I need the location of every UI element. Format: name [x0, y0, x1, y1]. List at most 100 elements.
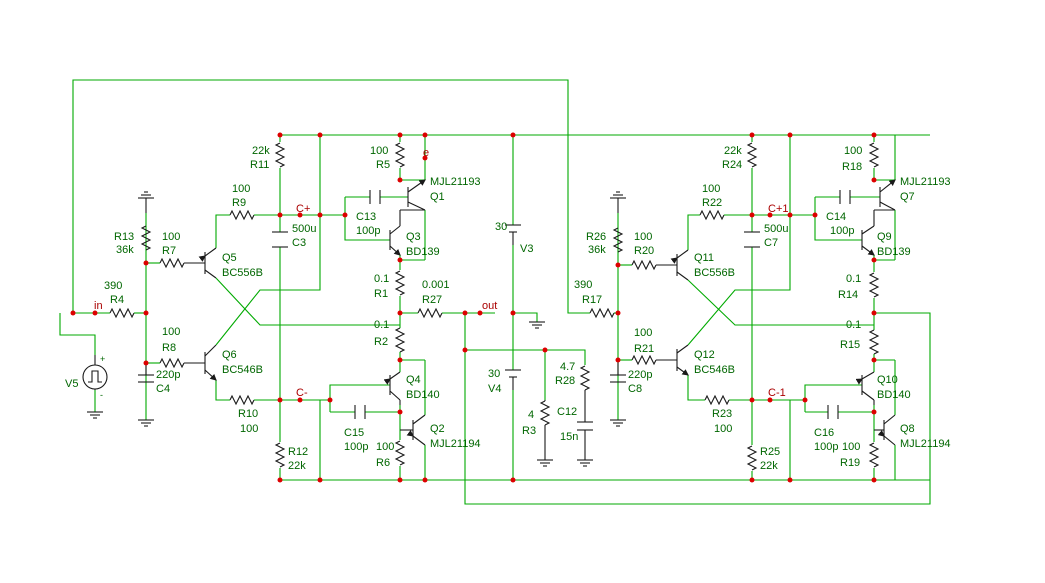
- q2-ref-label: Q2: [430, 423, 445, 435]
- r8-ref-label: R8: [162, 342, 176, 354]
- q11-value-label: BC556B: [694, 267, 735, 279]
- r25-ref-label: R25: [760, 446, 780, 458]
- resistor-r27: [417, 308, 443, 318]
- r4-ref-label: R4: [110, 294, 124, 306]
- resistor-r11: [275, 142, 285, 168]
- svg-text:-: -: [100, 390, 103, 400]
- q11-ref-label: Q11: [694, 252, 714, 264]
- transistor-q2: [400, 414, 426, 446]
- r2-ref-label: R2: [374, 336, 388, 348]
- r19-ref-label: R19: [840, 457, 860, 469]
- r15-ref-label: R15: [840, 339, 860, 351]
- c16-value-label: 100p: [814, 441, 838, 453]
- c12-ref-label: C12: [557, 406, 577, 418]
- c3-ref-label: C3: [292, 237, 306, 249]
- resistor-r20: [631, 260, 657, 270]
- transistor-q12: [656, 344, 689, 376]
- q3-value-label: BD139: [406, 246, 440, 258]
- v4-value-label: 30: [488, 368, 500, 380]
- r18-ref-label: R18: [842, 161, 862, 173]
- r5-ref-label: R5: [376, 159, 390, 171]
- r3-value-label: 4: [528, 409, 534, 421]
- resistor-r25: [747, 445, 757, 471]
- r13-ref-label: R13: [114, 231, 134, 243]
- r15-value-label: 0.1: [846, 319, 861, 331]
- resistor-r22: [699, 210, 725, 220]
- q6-ref-label: Q6: [222, 349, 237, 361]
- q7-ref-label: Q7: [900, 191, 915, 203]
- net-c-minus: C-: [296, 387, 308, 399]
- transistor-q10: [855, 371, 875, 405]
- wires: [59, 79, 931, 505]
- resistor-r4: [109, 308, 135, 318]
- r7-value-label: 100: [162, 231, 180, 243]
- q10-value-label: BD140: [877, 389, 911, 401]
- r24-value-label: 22k: [724, 145, 742, 157]
- ground-symbols: [86, 191, 627, 467]
- r9-value-label: 100: [232, 183, 250, 195]
- resistor-r23: [704, 395, 730, 405]
- c7-ref-label: C7: [764, 237, 778, 249]
- q2-value-label: MJL21194: [430, 438, 481, 450]
- c7-value-label: 500u: [764, 223, 788, 235]
- transistor-q7: [879, 179, 896, 211]
- r12-ref-label: R12: [288, 446, 308, 458]
- c4-ref-label: C4: [156, 383, 170, 395]
- r12-value-label: 22k: [288, 460, 306, 472]
- resistor-r7: [159, 258, 185, 268]
- v3-ref-label: V3: [520, 243, 533, 255]
- r21-ref-label: R21: [634, 343, 654, 355]
- c4-value-label: 220p: [156, 369, 180, 381]
- resistor-r15: [869, 329, 879, 355]
- r6-ref-label: R6: [376, 457, 390, 469]
- net-e: e: [423, 147, 429, 159]
- resistors: [109, 142, 879, 471]
- svg-text:+: +: [100, 354, 105, 364]
- resistor-r28: [580, 365, 590, 391]
- c15-ref-label: C15: [344, 427, 364, 439]
- r11-value-label: 22k: [252, 145, 270, 157]
- r10-ref-label: R10: [238, 408, 258, 420]
- resistor-r26: [613, 227, 623, 253]
- q12-value-label: BC546B: [694, 364, 735, 376]
- r17-value-label: 390: [574, 279, 592, 291]
- resistor-r12: [275, 442, 285, 468]
- resistor-r13: [141, 225, 151, 251]
- transistor-q3: [389, 209, 425, 256]
- q6-value-label: BC546B: [222, 364, 263, 376]
- r23-value-label: 100: [714, 423, 732, 435]
- capacitors: [138, 190, 851, 431]
- c13-value-label: 100p: [356, 225, 380, 237]
- r23-ref-label: R23: [712, 408, 732, 420]
- r26-ref-label: R26: [586, 231, 606, 243]
- r28-ref-label: R28: [555, 375, 575, 387]
- transistor-q11: [656, 249, 689, 281]
- net-c-minus1: C-1: [768, 387, 786, 399]
- r14-ref-label: R14: [838, 289, 858, 301]
- c13-ref-label: C13: [356, 211, 376, 223]
- r27-ref-label: R27: [422, 294, 442, 306]
- r28-value-label: 4.7: [560, 361, 575, 373]
- r1-ref-label: R1: [374, 288, 388, 300]
- net-in: in: [94, 300, 103, 312]
- q3-ref-label: Q3: [406, 231, 421, 243]
- q8-ref-label: Q8: [900, 423, 915, 435]
- r6-value-label: 100: [376, 441, 394, 453]
- labels: in out e C+ C- C+1 C-1 22k R11 100 R5 10…: [65, 145, 951, 472]
- r21-value-label: 100: [634, 327, 652, 339]
- r22-value-label: 100: [702, 183, 720, 195]
- transistor-q6: [184, 344, 217, 381]
- transistor-q4: [383, 371, 401, 405]
- resistor-r21: [631, 355, 657, 365]
- resistor-r9: [229, 210, 255, 220]
- net-c-plus1: C+1: [768, 203, 789, 215]
- r9-ref-label: R9: [232, 197, 246, 209]
- resistor-r19: [869, 442, 879, 468]
- r4-value-label: 390: [104, 280, 122, 292]
- transistor-q5: [184, 247, 217, 279]
- q4-ref-label: Q4: [406, 374, 421, 386]
- r8-value-label: 100: [162, 326, 180, 338]
- voltage-sources: + -: [82, 224, 521, 400]
- resistor-r8: [159, 358, 185, 368]
